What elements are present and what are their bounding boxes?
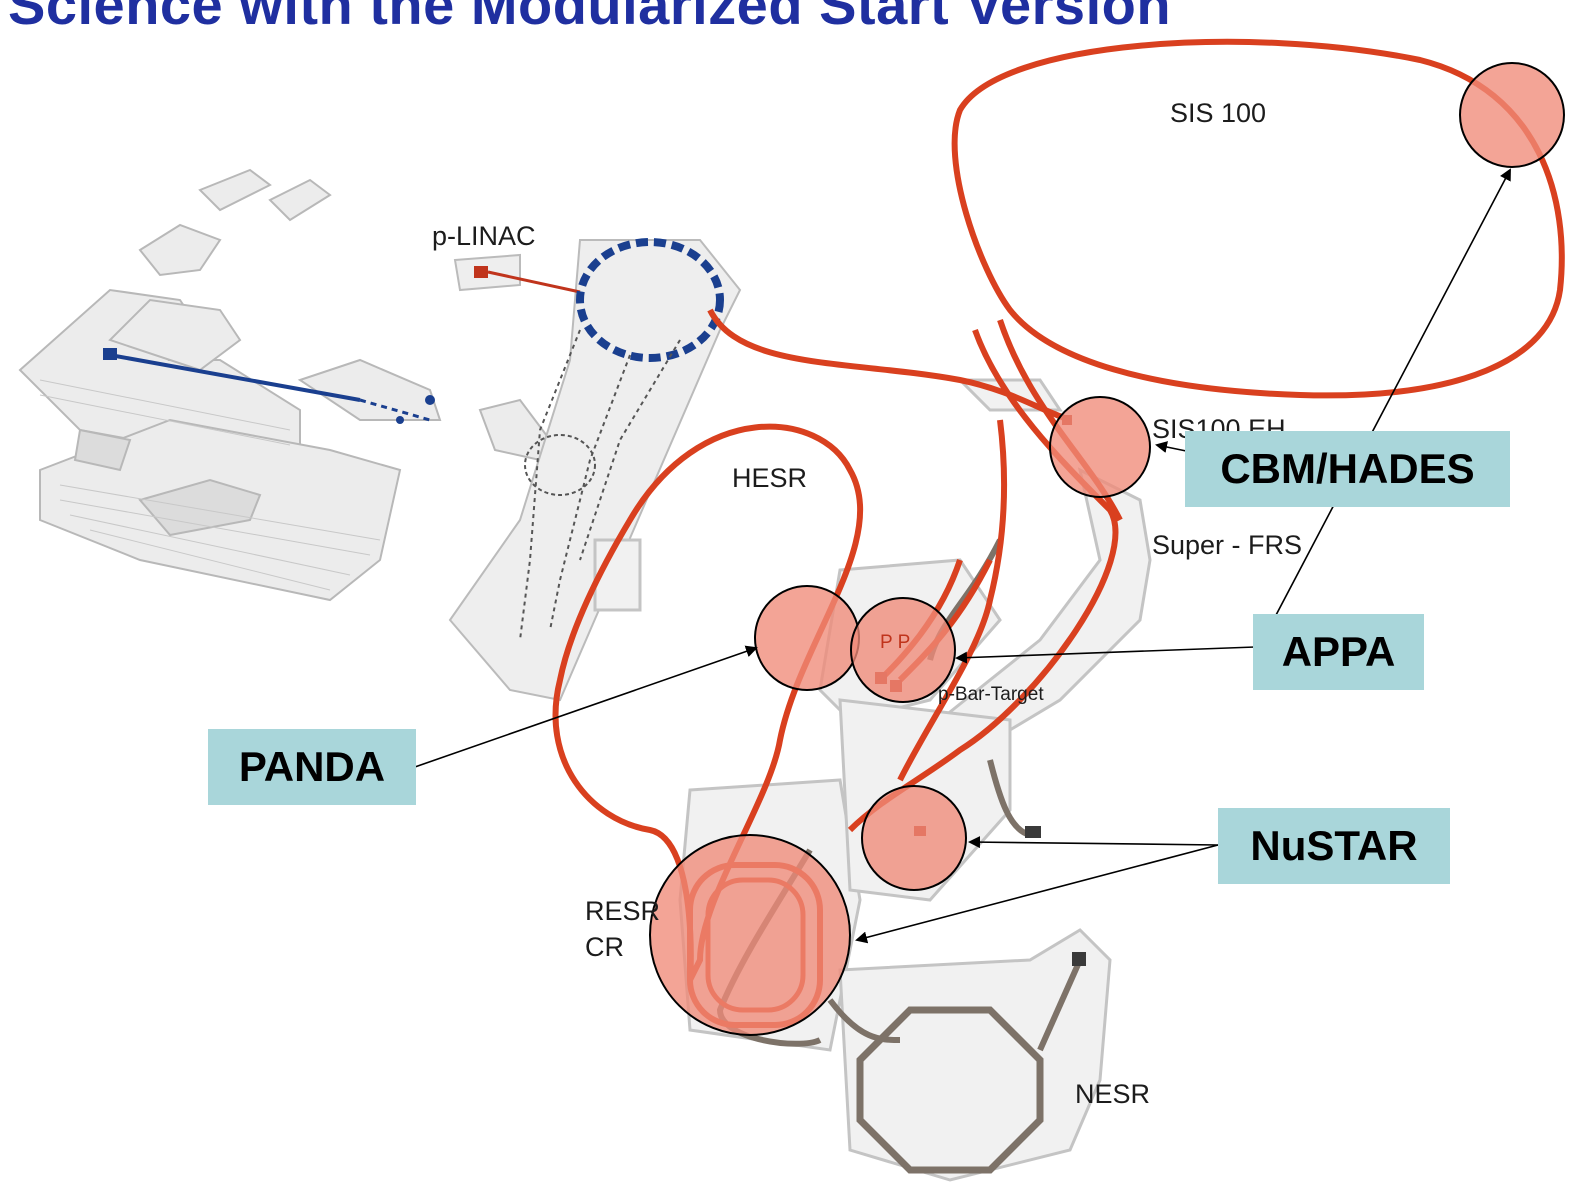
arrow-nustar-resr (855, 844, 1219, 944)
building-grid-lines (39, 379, 381, 591)
label-pp: P P (880, 632, 910, 653)
callout-cbm-hades: CBM/HADES (1185, 431, 1510, 507)
nustar-target-block (1025, 826, 1041, 838)
arrow-appa-sis100 (1254, 168, 1511, 656)
sis18-ring (576, 238, 724, 362)
red-beamlines (707, 308, 1123, 833)
experiment-highlights (649, 62, 1565, 1036)
nesr-ring (856, 1006, 1044, 1174)
arrow-nustar (968, 836, 1219, 849)
slide-title: Science with the Modularized Start Versi… (8, 0, 1172, 36)
sis18-transfer-lines (519, 329, 681, 641)
label-super-frs: Super - FRS (1152, 530, 1302, 560)
label-p-bar-target: p-Bar-Target (938, 684, 1044, 705)
label-hesr: HESR (732, 463, 807, 493)
unilac-beamline (103, 348, 435, 424)
nesr-beam-dump (1072, 952, 1086, 966)
label-resr: RESR (585, 896, 660, 926)
highlight-nustar (861, 785, 967, 891)
p-linac-beamline (474, 266, 581, 294)
callout-nustar: NuSTAR (1218, 808, 1450, 884)
fair-tunnel-buildings (593, 378, 1152, 1182)
sis100-ring (951, 38, 1565, 399)
highlight-appa-sis100 (1459, 62, 1565, 168)
label-nesr: NESR (1075, 1079, 1150, 1109)
label-cr: CR (585, 932, 624, 962)
sis18-hall (448, 239, 742, 702)
callout-arrows (411, 168, 1511, 944)
callout-appa: APPA (1253, 614, 1424, 690)
existing-campus-buildings (18, 168, 552, 602)
arrow-panda (411, 645, 758, 769)
highlight-cbm-hades (1049, 396, 1151, 498)
label-sis100: SIS 100 (1170, 98, 1266, 128)
callout-panda: PANDA (208, 729, 416, 805)
highlight-panda (754, 585, 860, 691)
highlight-appa-pp (850, 597, 956, 703)
highlight-nustar-resr (649, 834, 851, 1036)
arrow-appa-pp (955, 646, 1256, 664)
esr-ring (524, 434, 596, 496)
label-p-linac: p-LINAC (432, 221, 536, 251)
